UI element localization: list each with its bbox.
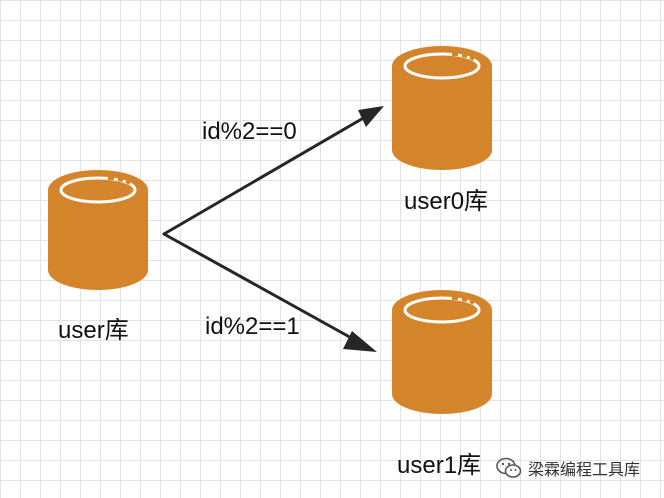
database-user-icon bbox=[48, 170, 148, 290]
node-label-user: user库 bbox=[58, 317, 129, 344]
arrowhead-icon bbox=[358, 106, 384, 127]
edge-to-user1 bbox=[162, 232, 377, 352]
wechat-icon bbox=[496, 457, 522, 478]
watermark: 梁霖编程工具库 bbox=[496, 455, 640, 481]
database-user0-icon bbox=[392, 46, 492, 170]
arrowhead-icon bbox=[343, 331, 377, 352]
edge-to-user0 bbox=[162, 106, 384, 236]
edge-label-id-even: id%2==0 bbox=[202, 118, 297, 145]
database-user1-icon bbox=[392, 290, 492, 414]
watermark-text: 梁霖编程工具库 bbox=[528, 460, 641, 479]
node-label-user0: user0库 bbox=[404, 188, 489, 215]
node-label-user1: user1库 bbox=[397, 452, 482, 479]
edge-label-id-odd: id%2==1 bbox=[205, 313, 300, 340]
